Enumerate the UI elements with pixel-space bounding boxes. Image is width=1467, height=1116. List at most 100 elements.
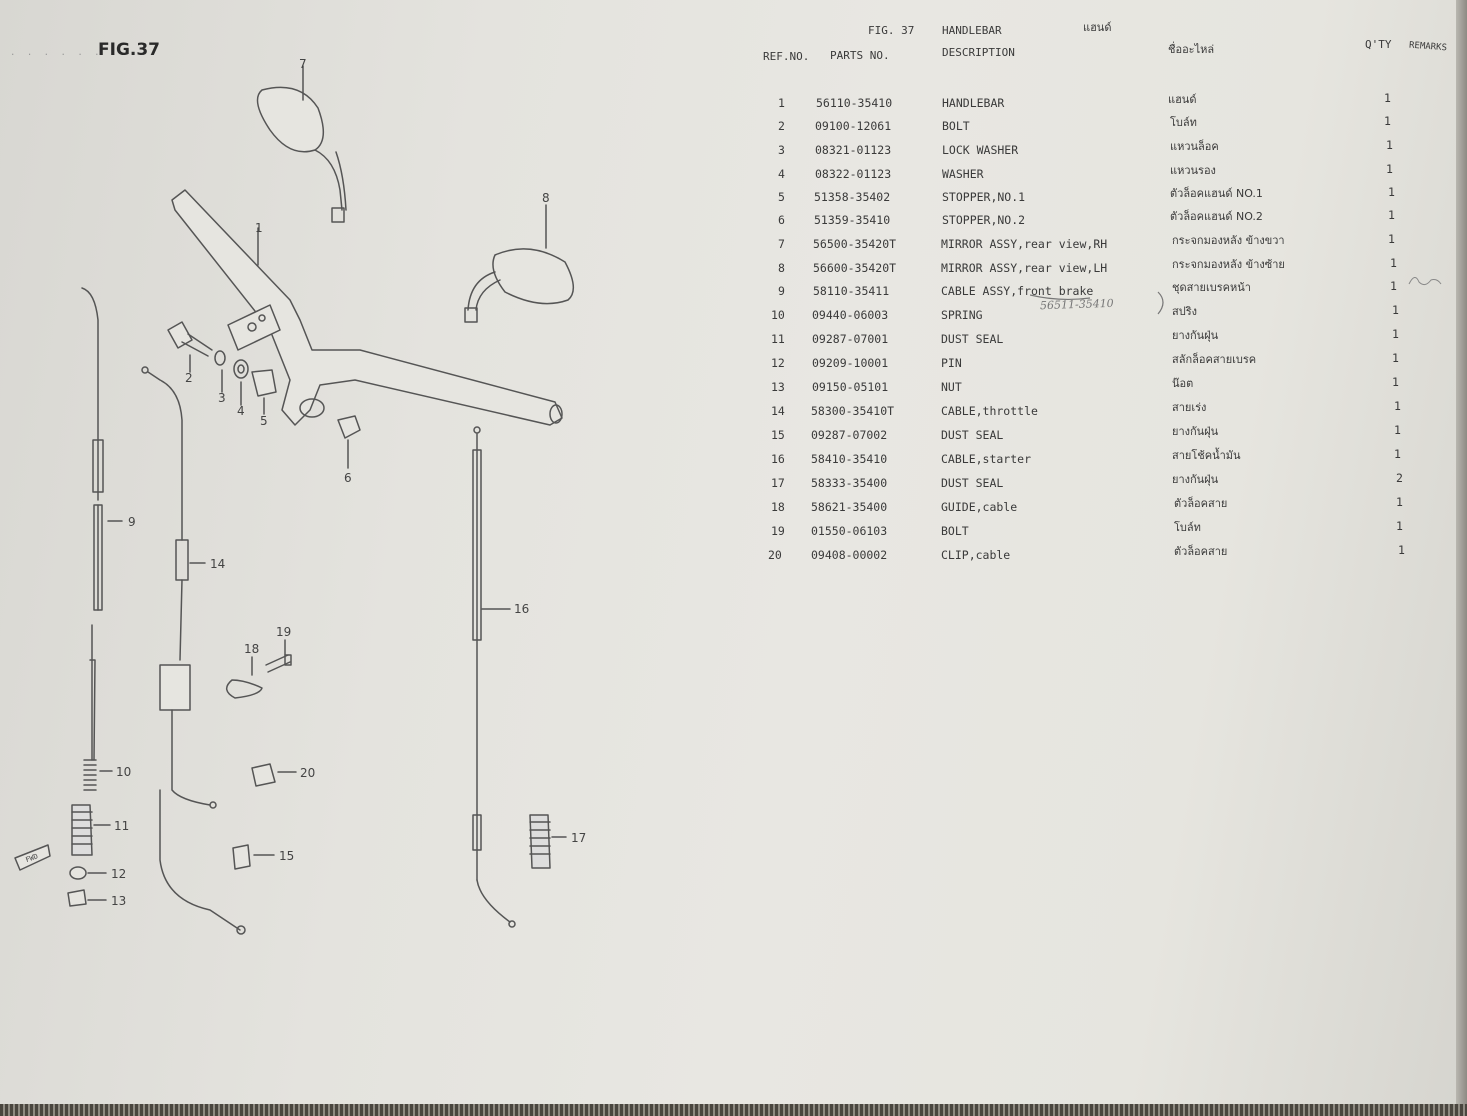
- callout-12: 12: [111, 867, 126, 881]
- row-part-no: 58300-35410T: [811, 404, 895, 418]
- row-ref-no: 1: [778, 96, 785, 110]
- page-bottom-edge: [0, 1104, 1467, 1116]
- row-ref-no: 11: [771, 332, 785, 346]
- row-qty: 1: [1394, 447, 1401, 461]
- front-brake-cable-part: [67, 287, 123, 907]
- callout-14: 14: [210, 557, 225, 571]
- row-ref-no: 5: [778, 190, 785, 204]
- column-thai-name: ชื่ออะไหล่: [1168, 43, 1215, 56]
- row-description: CABLE,starter: [941, 452, 1032, 466]
- callout-19: 19: [276, 625, 291, 639]
- row-thai-name: โบล์ท: [1170, 116, 1197, 129]
- row-qty: 1: [1392, 327, 1399, 341]
- row-thai-name: สลักล็อคสายเบรค: [1172, 353, 1257, 366]
- row-part-no: 56500-35420T: [813, 237, 897, 251]
- row-thai-name: แหวนรอง: [1170, 164, 1216, 177]
- row-part-no: 51358-35402: [814, 190, 891, 204]
- row-part-no: 09287-07001: [812, 332, 889, 346]
- row-ref-no: 16: [771, 452, 785, 466]
- row-description: PIN: [941, 356, 962, 370]
- row-qty: 1: [1384, 91, 1391, 105]
- column-parts-no: PARTS NO.: [830, 49, 890, 62]
- callout-16: 16: [514, 602, 529, 616]
- row-part-no: 56110-35410: [816, 96, 893, 110]
- row-part-no: 09408-00002: [811, 548, 888, 562]
- row-qty: 1: [1390, 256, 1397, 270]
- row-ref-no: 18: [771, 500, 785, 514]
- callout-11: 11: [114, 819, 129, 833]
- row-qty: 1: [1388, 232, 1395, 246]
- row-part-no: 58410-35410: [811, 452, 888, 466]
- row-description: HANDLEBAR: [942, 96, 1005, 110]
- row-part-no: 08321-01123: [815, 143, 892, 157]
- row-ref-no: 12: [771, 356, 785, 370]
- row-thai-name: ตัวล็อคสาย: [1174, 497, 1228, 510]
- row-description: DUST SEAL: [941, 428, 1004, 442]
- row-qty: 1: [1390, 279, 1397, 293]
- callout-6: 6: [344, 471, 352, 485]
- row-qty: 1: [1396, 519, 1403, 533]
- row-description: BOLT: [941, 524, 969, 538]
- row-thai-name: แฮนด์: [1168, 93, 1197, 106]
- handwritten-remark-mark: [1408, 277, 1442, 286]
- row-thai-name: ตัวล็อคสาย: [1174, 545, 1228, 558]
- row-part-no: 58621-35400: [811, 500, 888, 514]
- row-qty: 1: [1392, 375, 1399, 389]
- row-part-no: 56600-35420T: [813, 261, 897, 275]
- row-thai-name: กระจกมองหลัง ข้างซ้าย: [1172, 258, 1285, 271]
- row-description: WASHER: [942, 167, 984, 181]
- row-description: CABLE ASSY,front brake: [941, 284, 1094, 298]
- row-thai-name: กระจกมองหลัง ข้างขวา: [1172, 234, 1285, 247]
- callout-9: 9: [128, 515, 136, 529]
- row-thai-name: โบล์ท: [1174, 521, 1201, 534]
- row-part-no: 58110-35411: [813, 284, 890, 298]
- row-thai-name: สปริง: [1172, 305, 1197, 318]
- mirror-rh-part: [256, 65, 347, 223]
- row-description: CABLE,throttle: [941, 404, 1038, 418]
- row-part-no: 09100-12061: [815, 119, 892, 133]
- row-qty: 1: [1392, 303, 1399, 317]
- callout-20: 20: [300, 766, 315, 780]
- row-description: CLIP,cable: [941, 548, 1011, 562]
- row-ref-no: 10: [771, 308, 785, 322]
- row-thai-name: ตัวล็อคแฮนด์ NO.1: [1170, 187, 1263, 200]
- mirror-lh-part: [464, 204, 574, 323]
- row-thai-name: น๊อต: [1172, 377, 1194, 390]
- row-thai-name: ยางกันฝุ่น: [1172, 473, 1219, 486]
- figure-label: FIG.37: [98, 40, 161, 60]
- row-thai-name: แหวนล็อค: [1170, 140, 1219, 153]
- handlebar-part: [171, 189, 563, 426]
- row-description: STOPPER,NO.2: [942, 213, 1026, 227]
- row-ref-no: 20: [768, 548, 782, 562]
- header-fig-name: HANDLEBAR: [942, 24, 1002, 37]
- row-qty: 1: [1394, 423, 1401, 437]
- row-thai-name: ยางกันฝุ่น: [1172, 329, 1219, 342]
- callout-13: 13: [111, 894, 126, 908]
- row-part-no: 01550-06103: [811, 524, 888, 538]
- row-part-no: 08322-01123: [815, 167, 892, 181]
- row-thai-name: สายโช้คน้ำมัน: [1172, 449, 1241, 462]
- row-description: MIRROR ASSY,rear view,LH: [941, 261, 1108, 275]
- bolt-washer-stack: [167, 321, 361, 469]
- row-ref-no: 7: [778, 237, 785, 251]
- callout-17: 17: [571, 831, 586, 845]
- callout-2: 2: [185, 371, 193, 385]
- row-part-no: 09440-06003: [812, 308, 889, 322]
- page-right-edge: [1456, 0, 1467, 1116]
- row-ref-no: 3: [778, 143, 785, 157]
- row-thai-name: ตัวล็อคแฮนด์ NO.2: [1170, 210, 1263, 223]
- row-description: DUST SEAL: [941, 476, 1004, 490]
- row-thai-name: ยางกันฝุ่น: [1172, 425, 1219, 438]
- row-ref-no: 4: [778, 167, 785, 181]
- callout-7: 7: [299, 57, 307, 71]
- callout-1: 1: [255, 221, 263, 235]
- row-thai-name: ชุดสายเบรคหน้า: [1172, 281, 1251, 294]
- row-part-no: 09209-10001: [812, 356, 889, 370]
- row-description: MIRROR ASSY,rear view,RH: [941, 237, 1108, 251]
- row-description: GUIDE,cable: [941, 500, 1018, 514]
- row-qty: 1: [1394, 399, 1401, 413]
- row-ref-no: 14: [771, 404, 785, 418]
- row-description: DUST SEAL: [941, 332, 1004, 346]
- callout-15: 15: [279, 849, 294, 863]
